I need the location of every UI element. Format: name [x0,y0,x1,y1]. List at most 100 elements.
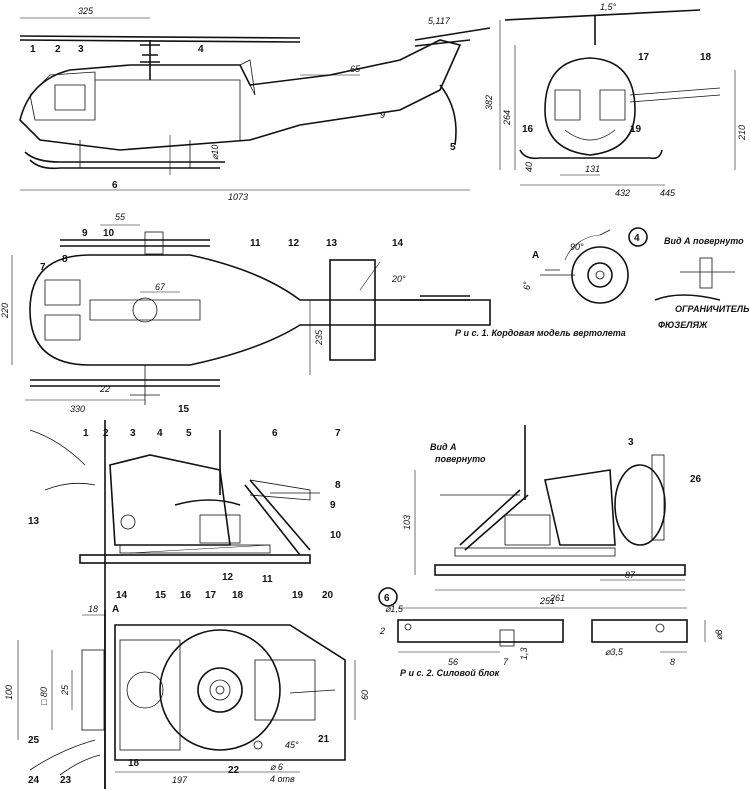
dim-60: 60 [360,690,370,700]
dim-22: 22 [99,384,110,394]
part-18: 18 [700,52,712,63]
dim-6-deg: 6° [522,281,532,290]
view-a-title-2: повернуто [435,454,486,464]
power-unit-view-a: Вид А повернуто 103 261 87 3 26 [402,425,702,603]
fig2-part-11: 11 [262,574,273,585]
dim-90-deg: 90° [570,242,584,252]
dim-7: 7 [503,657,509,667]
part-13: 13 [326,238,338,249]
dim-4-holes: 4 отв [270,774,295,784]
dim-87: 87 [625,570,636,580]
fig2-part-10: 10 [330,530,342,541]
fig2-part-9: 9 [330,500,336,511]
view-a-title-1: Вид А [430,442,457,452]
dim-9: 9 [380,110,385,120]
plan-part-17: 17 [205,590,217,601]
part-14: 14 [392,238,404,249]
detail-6-number: 6 [384,593,390,604]
dim-sq80: □ 80 [39,687,49,705]
helicopter-top-view: 55 220 67 235 330 22 20° 7 8 9 10 11 12 … [0,212,491,415]
dim-264: 264 [502,110,512,126]
dim-1-3: 1,3 [519,647,529,660]
fig2-b-part-3: 3 [628,437,634,448]
dim-2: 2 [379,626,385,636]
dim-210: 210 [737,125,747,141]
dim-8: 8 [670,657,675,667]
dim-251: 251 [539,596,555,606]
plan-part-25: 25 [28,735,40,746]
detail-4-number: 4 [634,233,640,244]
plan-part-14: 14 [116,590,128,601]
part-9: 9 [82,228,88,239]
fig2-b-part-26: 26 [690,474,702,485]
part-11: 11 [250,238,261,249]
part-8: 8 [62,254,68,265]
part-3: 3 [78,44,84,55]
part-15: 15 [178,404,190,415]
fig2-part-6: 6 [272,428,278,439]
plan-part-22: 22 [228,765,240,776]
plan-part-23: 23 [60,775,72,786]
dim-45-deg: 45° [285,740,299,750]
dim-1-5-deg: 1,5° [600,2,617,12]
dim-325: 325 [78,6,94,16]
helicopter-side-view: 325 1073 65 9 ⌀10 1 2 3 4 5 6 [19,6,491,202]
plan-part-24: 24 [28,775,40,786]
part-2: 2 [55,44,61,55]
fig2-part-3: 3 [130,428,136,439]
dim-235: 235 [314,329,324,346]
plan-part-18: 18 [232,590,244,601]
part-4: 4 [198,44,204,55]
part-12: 12 [288,238,300,249]
label-fuselage: ФЮЗЕЛЯЖ [658,320,708,330]
dim-40: 40 [524,162,534,172]
dim-197: 197 [172,775,188,785]
view-a-label: Вид А повернуто [664,236,744,246]
plan-part-18b: 18 [128,758,140,769]
power-unit-plan-view: А 18 100 □ 80 25 60 197 45° ⌀ 6 4 отв 14… [4,590,370,789]
plan-part-15: 15 [155,590,167,601]
dim-d10: ⌀10 [210,145,220,160]
fig2-part-4: 4 [157,428,163,439]
dim-382: 382 [484,95,494,110]
dim-d1-5: ⌀1,5 [385,604,404,614]
dim-67: 67 [155,282,166,292]
fig2-part-12: 12 [222,572,234,583]
part-5: 5 [450,142,456,153]
fig1-caption: Р и с. 1. Кордовая модель вертолета [455,328,626,338]
dim-330: 330 [70,404,85,414]
dim-55: 55 [115,212,126,222]
dim-d8: ⌀8 [714,630,724,640]
helicopter-front-view: 382 264 210 40 131 432 445 1,5° 5,117 16… [428,2,747,198]
plan-part-16: 16 [180,590,192,601]
arrow-a-plan: А [112,604,119,615]
plan-part-20: 20 [322,590,334,601]
dim-432: 432 [615,188,630,198]
dim-220: 220 [0,303,10,319]
fig2-part-1: 1 [83,428,89,439]
dim-65: 65 [350,64,361,74]
label-ogranichitel: ОГРАНИЧИТЕЛЬ [675,304,750,314]
dim-5-117: 5,117 [428,16,451,26]
fig2-part-7: 7 [335,428,341,439]
dim-25: 25 [60,684,70,696]
plan-part-21: 21 [318,734,330,745]
fig2-part-13: 13 [28,516,40,527]
fig2-part-5: 5 [186,428,192,439]
detail-4: 4 Вид А повернуто 90° 6° А ОГРАНИЧИТЕЛЬ … [522,227,750,330]
part-16: 16 [522,124,534,135]
fig2-part-8: 8 [335,480,341,491]
dim-d3-5: ⌀3,5 [605,647,624,657]
plan-part-19: 19 [292,590,304,601]
dim-18: 18 [88,604,98,614]
detail-6: 6 ⌀1,5 251 56 7 1,3 ⌀3,5 8 ⌀8 2 [378,587,724,667]
part-6: 6 [112,180,118,191]
dim-131: 131 [585,164,600,174]
part-19: 19 [630,124,642,135]
dim-103: 103 [402,515,412,530]
dim-56: 56 [448,657,458,667]
dim-1073: 1073 [228,192,248,202]
dim-20-deg: 20° [391,274,406,284]
dim-261: 261 [549,593,565,603]
